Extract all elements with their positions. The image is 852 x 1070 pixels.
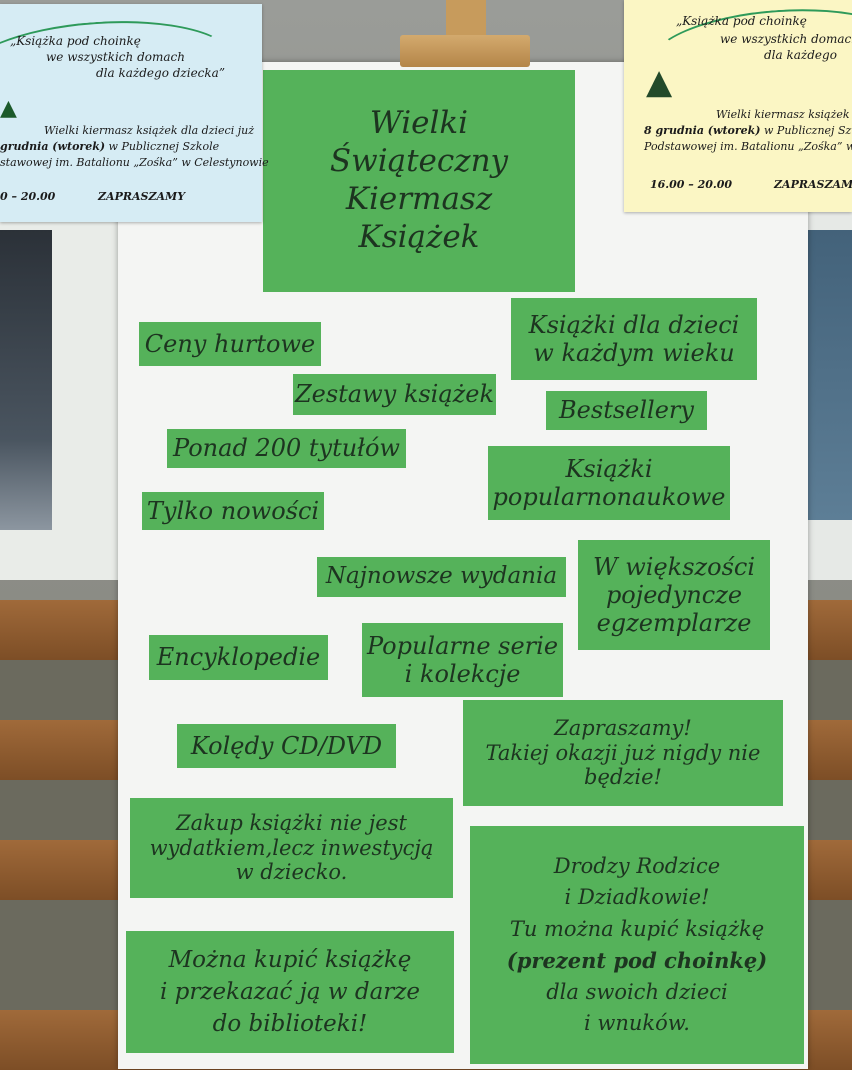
notice-date: 8 grudnia (wtorek) bbox=[644, 124, 761, 137]
notice-left: „Książka pod choinkę we wszystkich domac… bbox=[0, 4, 269, 222]
box-text: w dziecko. bbox=[235, 860, 348, 885]
box-najnowsze-wydania: Najnowsze wydania bbox=[317, 557, 566, 597]
notice-hours: 0 – 20.00 bbox=[0, 190, 56, 203]
christmas-tree-icon: ▲ bbox=[0, 96, 17, 121]
box-bestsellery: Bestsellery bbox=[546, 391, 707, 430]
easel-clamp bbox=[400, 35, 530, 67]
box-zakup-ksiazki: Zakup książki nie jest wydatkiem,lecz in… bbox=[130, 798, 453, 898]
box-text-bold: (prezent pod choinkę) bbox=[506, 948, 768, 973]
box-text: pojedyncze bbox=[605, 580, 743, 609]
notice-quote: dla każdego dziecka” bbox=[96, 66, 225, 80]
notice-text: Wielki kiermasz książek d bbox=[716, 108, 852, 121]
box-popularnonaukowe: Książki popularnonaukowe bbox=[488, 446, 730, 520]
box-text: i Dziadkowie! bbox=[564, 885, 710, 909]
notice-invite: ZAPRASZAMY bbox=[98, 190, 186, 203]
box-text: Encyklopedie bbox=[156, 643, 321, 672]
box-ksiazki-dla-dzieci: Książki dla dzieci w każdym wieku bbox=[511, 298, 757, 380]
box-mozna-kupic: Można kupić książkę i przekazać ją w dar… bbox=[126, 931, 454, 1053]
box-koledy: Kolędy CD/DVD bbox=[177, 724, 396, 768]
christmas-tree-icon: ▲ bbox=[646, 62, 673, 102]
notice-text: 8 grudnia (wtorek) w Publicznej Sz bbox=[644, 124, 851, 137]
box-text: Zapraszamy! bbox=[554, 715, 692, 740]
window-left bbox=[0, 210, 126, 580]
box-text: Takiej okazji już nigdy nie bbox=[485, 740, 761, 765]
box-text: Tylko nowości bbox=[146, 496, 320, 525]
notice-text: w Publicznej Szkole bbox=[105, 140, 220, 153]
box-text: Najnowsze wydania bbox=[325, 563, 558, 590]
box-text: popularnonaukowe bbox=[492, 483, 726, 511]
box-text: i wnuków. bbox=[584, 1011, 690, 1035]
box-text: Zakup książki nie jest bbox=[176, 810, 407, 835]
box-popularne-serie: Popularne serie i kolekcje bbox=[362, 623, 563, 697]
notice-hours: 16.00 – 20.00 bbox=[650, 178, 733, 191]
poster-title: Wielki Świąteczny Kiermasz Książek bbox=[263, 70, 575, 292]
box-text: Drodzy Rodzice bbox=[553, 853, 721, 878]
box-text: i kolekcje bbox=[404, 660, 521, 688]
box-text: dla swoich dzieci bbox=[546, 979, 728, 1004]
box-w-wiekszosci: W większości pojedyncze egzemplarze bbox=[578, 540, 770, 650]
notice-quote: „Książka pod choinkę bbox=[676, 14, 807, 28]
box-text: Książki bbox=[565, 454, 653, 483]
box-text: Bestsellery bbox=[559, 396, 694, 425]
box-text: będzie! bbox=[584, 765, 662, 790]
easel-post bbox=[446, 0, 486, 40]
notice-quote: we wszystkich domach bbox=[46, 50, 185, 64]
box-zapraszamy: Zapraszamy! Takiej okazji już nigdy nie … bbox=[463, 700, 783, 806]
box-text: Ceny hurtowe bbox=[144, 329, 316, 358]
window-glass bbox=[0, 230, 52, 530]
box-text: Popularne serie bbox=[366, 631, 559, 660]
box-text: Ponad 200 tytułów bbox=[173, 434, 400, 463]
box-text: i przekazać ją w darze bbox=[159, 978, 421, 1005]
title-line: Wielki bbox=[369, 105, 469, 142]
notice-text: grudnia (wtorek) w Publicznej Szkole bbox=[0, 140, 219, 153]
notice-quote: we wszystkich domach bbox=[720, 32, 852, 46]
notice-text: Podstawowej im. Batalionu „Zośka” w bbox=[644, 140, 852, 153]
box-text: Książki dla dzieci bbox=[528, 310, 740, 339]
box-ponad-200: Ponad 200 tytułów bbox=[167, 429, 406, 468]
poster: Wielki Świąteczny Kiermasz Książek Ceny … bbox=[118, 62, 808, 1069]
box-tylko-nowosci: Tylko nowości bbox=[142, 492, 324, 530]
notice-right: „Książka pod choinkę we wszystkich domac… bbox=[624, 0, 852, 212]
notice-quote: dla każdego bbox=[764, 48, 837, 62]
box-zestawy: Zestawy książek bbox=[293, 374, 496, 415]
box-text: Można kupić książkę bbox=[168, 946, 412, 973]
box-encyklopedie: Encyklopedie bbox=[149, 635, 328, 680]
box-text: Tu można kupić książkę bbox=[509, 916, 765, 941]
box-text: w każdym wieku bbox=[533, 339, 735, 367]
box-text: do biblioteki! bbox=[212, 1011, 368, 1038]
box-ceny-hurtowe: Ceny hurtowe bbox=[139, 322, 321, 366]
notice-quote: „Książka pod choinkę bbox=[10, 34, 141, 48]
box-drodzy-rodzice: Drodzy Rodzice i Dziadkowie! Tu można ku… bbox=[470, 826, 804, 1064]
box-text: egzemplarze bbox=[596, 609, 752, 638]
title-line: Świąteczny bbox=[329, 143, 509, 180]
title-line: Kiermasz bbox=[345, 181, 493, 217]
title-line: Książek bbox=[358, 218, 480, 255]
box-text: Kolędy CD/DVD bbox=[190, 731, 383, 760]
notice-date: grudnia (wtorek) bbox=[0, 140, 106, 153]
notice-text: stawowej im. Batalionu „Zośka” w Celesty… bbox=[0, 156, 269, 169]
box-text: Zestawy książek bbox=[294, 380, 495, 409]
notice-text: Wielki kiermasz książek dla dzieci już bbox=[44, 124, 255, 137]
box-text: W większości bbox=[592, 552, 756, 581]
notice-invite: ZAPRASZAM bbox=[774, 178, 852, 191]
box-text: wydatkiem,lecz inwestycją bbox=[149, 835, 434, 860]
notice-text: w Publicznej Sz bbox=[760, 124, 852, 137]
